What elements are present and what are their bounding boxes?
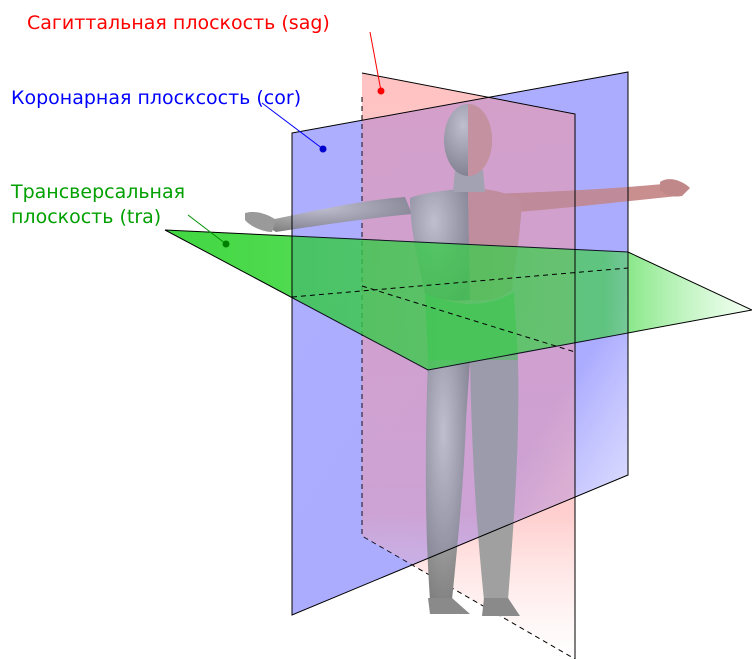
sagittal-plane-outline xyxy=(361,72,576,659)
coronal-plane-label: Коронарная плосксость (cor) xyxy=(11,87,302,109)
coronal-transverse-intersection xyxy=(291,267,629,298)
sagittal-leader-dot xyxy=(377,87,385,95)
sagittal-plane-label: Сагиттальная плоскость (sag) xyxy=(27,12,330,34)
coronal-leader-line xyxy=(261,102,324,150)
transverse-plane xyxy=(165,230,752,370)
transverse-leader-line xyxy=(187,214,227,245)
transverse-plane-outline xyxy=(164,229,752,371)
coronal-plane-front-overlay xyxy=(292,72,628,615)
sagittal-leader-line xyxy=(369,31,382,92)
transverse-plane-label-line1: Трансверсальная xyxy=(11,181,186,203)
transverse-plane-label-line2: плоскость (tra) xyxy=(11,206,162,228)
sagittal-transverse-intersection xyxy=(361,285,576,353)
coronal-plane-outline xyxy=(291,71,629,616)
coronal-leader-dot xyxy=(319,145,327,153)
transverse-leader-dot xyxy=(222,240,230,248)
